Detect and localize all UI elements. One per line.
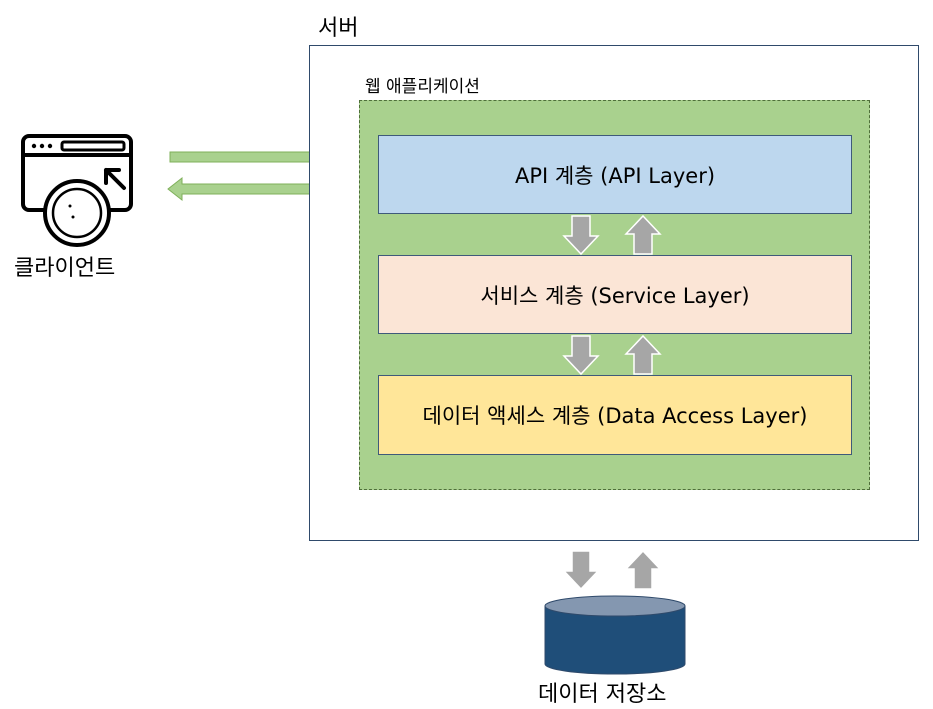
client-label: 클라이언트 [14,256,116,281]
client-browser-icon [21,134,133,247]
api-layer-label: API 계층 (API Layer) [514,163,716,188]
api-layer: API 계층 (API Layer) [378,135,852,214]
up-arrow-icon [624,214,662,255]
up-arrow-icon [624,549,662,590]
database-label: 데이터 저장소 [538,682,667,707]
response-arrow [167,176,335,202]
down-arrow-icon [562,550,600,591]
down-arrow-icon [562,215,600,256]
service-layer: 서비스 계층 (Service Layer) [378,255,852,334]
service-layer-label: 서비스 계층 (Service Layer) [480,283,750,308]
down-arrow-icon [562,335,600,376]
webapp-title: 웹 애플리케이션 [365,77,480,97]
data-access-layer-label: 데이터 액세스 계층 (Data Access Layer) [422,404,808,428]
up-arrow-icon [624,334,662,375]
database-cylinder-icon [544,595,686,675]
server-title: 서버 [318,16,359,41]
data-access-layer: 데이터 액세스 계층 (Data Access Layer) [378,375,852,455]
